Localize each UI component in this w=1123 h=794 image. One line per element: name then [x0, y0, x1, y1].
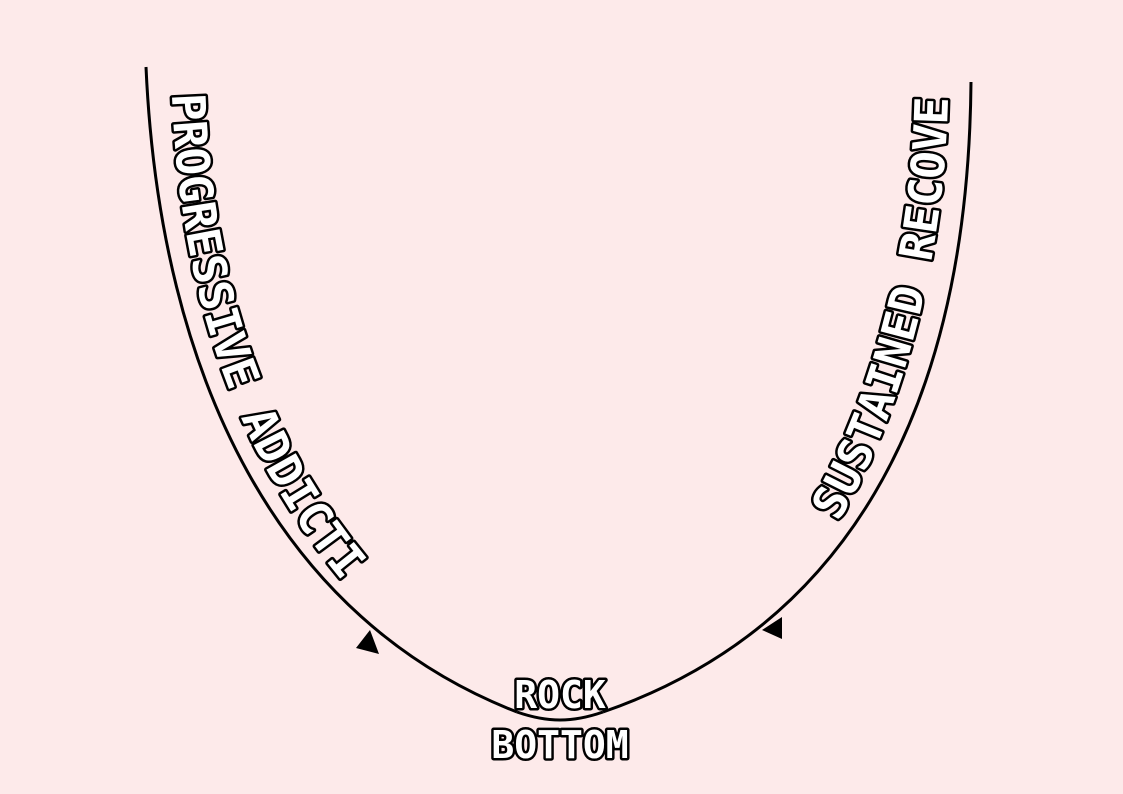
curve-left-arm	[144, 66, 518, 714]
curve-bottom-segment	[516, 710, 604, 722]
up-arrow-icon	[762, 617, 782, 639]
sustained-recovery-label: SUSTAINED RECOVERY	[0, 0, 962, 530]
down-arrow-icon	[356, 630, 379, 654]
progressive-addiction-label: PROGRESSIVE ADDICTION	[0, 0, 376, 588]
rock-bottom-label-line1: ROCK	[514, 673, 606, 717]
curve-right-arm	[602, 81, 973, 714]
rock-bottom-label-line2: BOTTOM	[491, 723, 628, 767]
